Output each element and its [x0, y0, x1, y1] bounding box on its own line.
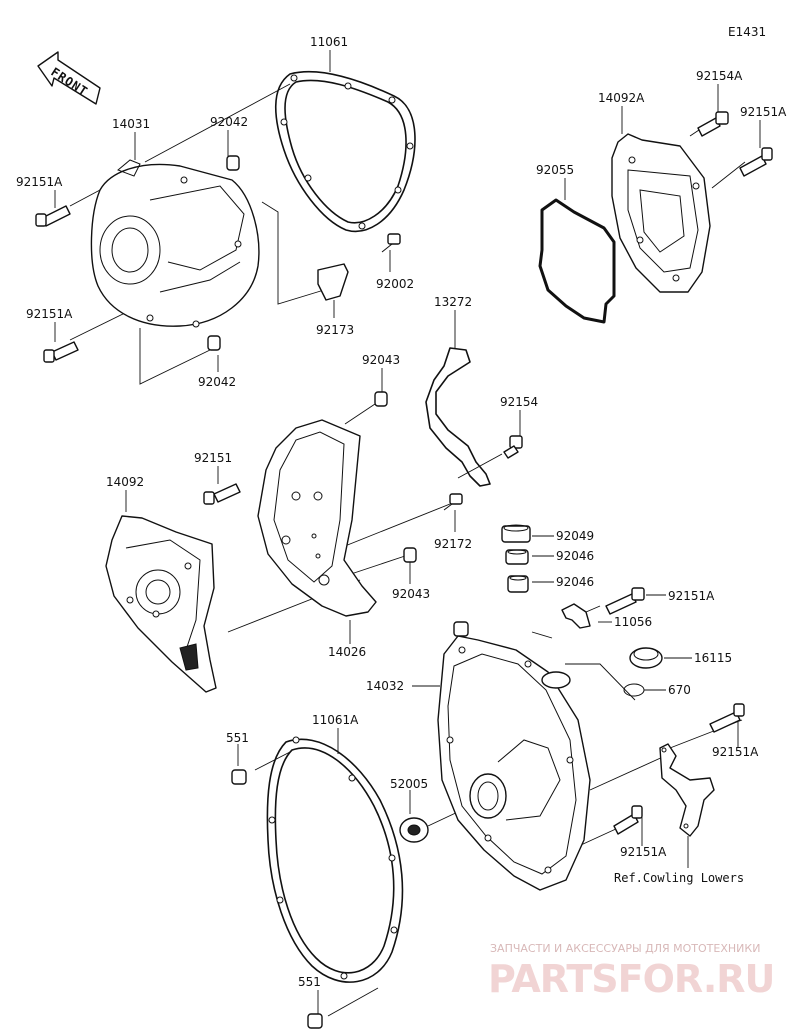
bracket-92173 [317, 263, 349, 301]
cover-14092 [105, 515, 217, 693]
part-label: 14092 [106, 475, 144, 489]
part-label: 92049 [556, 529, 594, 543]
part-label: 92002 [376, 277, 414, 291]
bolt-92154 [503, 435, 523, 459]
part-label: 92043 [362, 353, 400, 367]
part-label: 11061A [312, 713, 359, 727]
part-label: 551 [226, 731, 249, 745]
part-label: 11056 [614, 615, 652, 629]
gasket-13272 [425, 347, 491, 487]
part-label: 92151A [740, 105, 787, 119]
part-label: 92172 [434, 537, 472, 551]
part-label: 92151A [668, 589, 715, 603]
bolt-92151a-upper-right [739, 147, 773, 177]
part-label: 92151A [620, 845, 667, 859]
dowel-92043-lower [403, 547, 417, 563]
part-label: 551 [298, 975, 321, 989]
part-label: 92042 [210, 115, 248, 129]
diagram-code: E1431 [728, 25, 766, 39]
bolt-92172 [443, 493, 463, 511]
front-arrow-icon: FRONT [37, 51, 101, 105]
part-label: 14031 [112, 117, 150, 131]
part-label: 92151 [194, 451, 232, 465]
o-ring-670 [623, 683, 645, 697]
part-label: 14032 [366, 679, 404, 693]
part-label: 92046 [556, 575, 594, 589]
part-label: 11061 [310, 35, 348, 49]
part-label: 92055 [536, 163, 574, 177]
part-label: 92046 [556, 549, 594, 563]
seal-92049 [501, 524, 531, 543]
part-labels: 11061 14031 92042 92151A 92002 92173 921… [16, 35, 787, 989]
gasket-92055 [538, 198, 616, 324]
part-label: 92151A [712, 745, 759, 759]
part-label: 92154 [500, 395, 538, 409]
part-label: 14092A [598, 91, 645, 105]
dowel-551-upper [231, 769, 247, 785]
watermark-logo: PARTSFOR.RU [488, 957, 774, 1001]
collar-92046-lower [507, 575, 529, 593]
dowel-92042-upper [226, 155, 240, 171]
part-label: 92151A [16, 175, 63, 189]
dowel-92042-lower [207, 335, 221, 351]
bolt-92151a-bottom [613, 805, 643, 835]
bolt-92002 [381, 233, 401, 253]
watermark-line1: ЗАПЧАСТИ И АКСЕССУАРЫ ДЛЯ МОТОТЕХНИКИ [490, 942, 760, 955]
bolt-92154a [697, 111, 729, 137]
part-label: 92151A [26, 307, 73, 321]
bolt-92151a-mid-right [605, 587, 645, 615]
bolt-92151a-lower-left [43, 341, 79, 363]
bracket-cowling-lowers [659, 743, 715, 837]
part-label: 92154A [696, 69, 743, 83]
cover-14026 [257, 419, 377, 617]
cover-14032 [437, 621, 591, 891]
cover-14031 [90, 159, 260, 328]
gasket-11061 [274, 70, 416, 233]
reference-note: Ref.Cowling Lowers [614, 871, 744, 885]
cover-14092a [611, 133, 711, 293]
part-label: 16115 [694, 651, 732, 665]
bolt-92151 [203, 483, 241, 505]
oil-seal-52005 [399, 817, 429, 843]
part-label: 14026 [328, 645, 366, 659]
part-label: 52005 [390, 777, 428, 791]
dowel-551-lower [307, 1013, 323, 1029]
bolt-92151a-right-lower [709, 703, 745, 733]
gasket-11061a [266, 736, 404, 983]
part-label: 92043 [392, 587, 430, 601]
dowel-92043-upper [374, 391, 388, 407]
part-label: 92173 [316, 323, 354, 337]
part-label: 92042 [198, 375, 236, 389]
bracket-11056 [561, 603, 591, 629]
plug-16115 [629, 647, 663, 669]
part-label: 670 [668, 683, 691, 697]
collar-92046-upper [505, 549, 529, 565]
part-label: 13272 [434, 295, 472, 309]
bolt-92151a-upper-left [35, 205, 71, 227]
